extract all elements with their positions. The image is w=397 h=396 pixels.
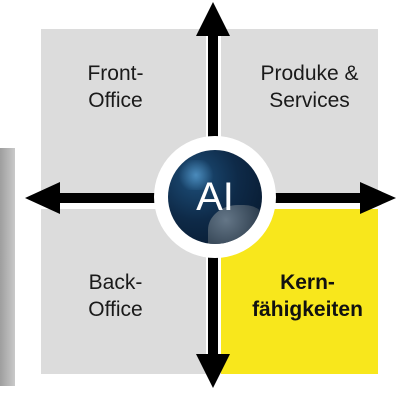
quadrant-core-competencies-label: Kern- fähigkeiten [252, 270, 363, 321]
left-arrowhead [25, 182, 60, 214]
quadrant-core-competencies: Kern- fähigkeiten [221, 209, 378, 374]
right-arrowhead [360, 182, 396, 214]
ai-center-image: AI [168, 150, 262, 244]
down-arrowhead [196, 354, 230, 388]
ai-center-circle: AI [154, 136, 276, 258]
quadrant-products-services-label: Produke & Services [260, 62, 359, 112]
edge-photo-strip [0, 148, 15, 386]
ai-center-label: AI [196, 174, 234, 219]
quadrant-front-office-label: Front- Office [87, 62, 144, 112]
quadrant-back-office-label: Back- Office [88, 270, 143, 321]
up-arrowhead [196, 2, 230, 36]
